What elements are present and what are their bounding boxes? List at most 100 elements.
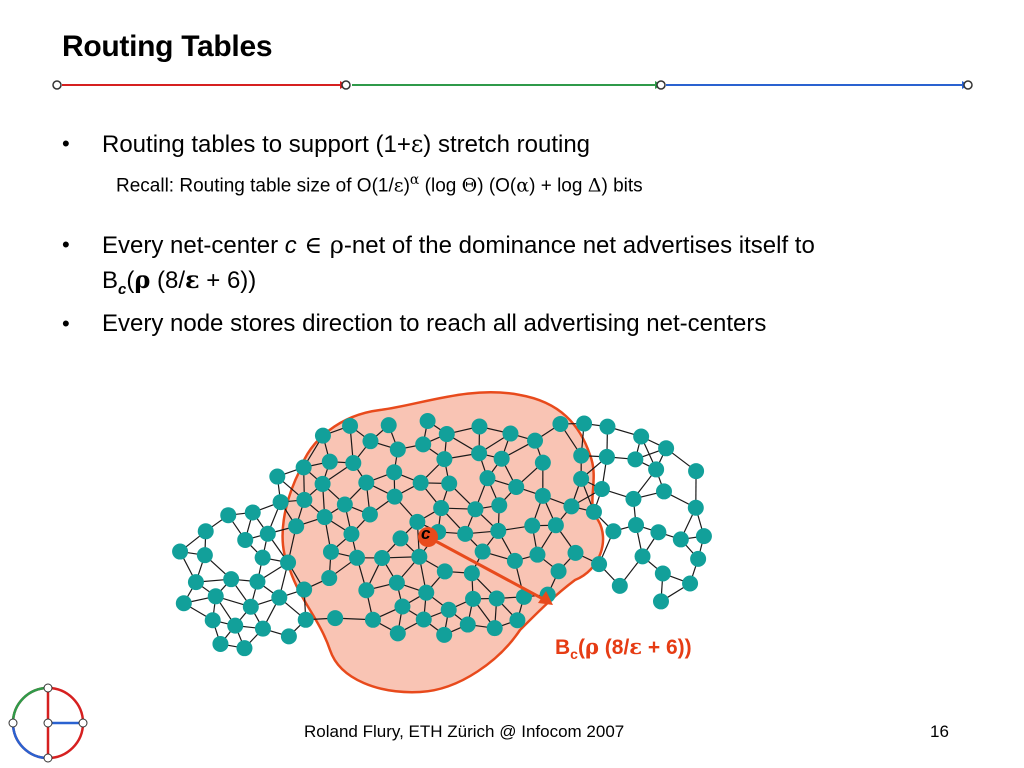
network-node <box>593 480 610 497</box>
network-node <box>212 635 229 652</box>
recall-text-5: ) bits <box>601 175 643 197</box>
network-node <box>343 526 360 543</box>
network-node <box>650 524 667 541</box>
footer-author: Roland Flury, ETH Zürich @ Infocom 2007 <box>304 722 625 741</box>
network-node <box>358 474 375 491</box>
network-node <box>415 611 432 628</box>
radius-arrowhead <box>538 591 553 605</box>
slide-title: Routing Tables <box>62 30 273 63</box>
network-node <box>576 415 593 432</box>
network-node <box>409 513 426 530</box>
ball-label-end: + 6)) <box>642 636 692 659</box>
network-node <box>655 483 672 500</box>
network-node <box>321 453 338 470</box>
ball-rho: ρ <box>134 265 151 294</box>
network-node <box>388 574 405 591</box>
network-node <box>296 581 313 598</box>
network-node <box>552 415 569 432</box>
bullet-2: Every net-center c ∈ ρ-net of the domina… <box>102 230 815 261</box>
network-node <box>585 503 602 520</box>
network-node <box>175 595 192 612</box>
recall-text-1: Recall: Routing table size of O(1/ <box>116 175 394 197</box>
radius-arrow <box>427 535 546 602</box>
network-node <box>419 412 436 429</box>
network-node <box>658 440 675 457</box>
network-node <box>547 517 564 534</box>
network-node <box>411 548 428 565</box>
network-node <box>237 531 254 548</box>
network-node <box>321 570 338 587</box>
network-node <box>627 451 644 468</box>
ball-label-b: B <box>555 636 571 659</box>
network-node <box>316 509 333 526</box>
bullet-marker: • <box>62 232 70 257</box>
network-node <box>327 610 344 627</box>
network-node <box>524 517 541 534</box>
network-node <box>296 491 313 508</box>
network-node <box>465 590 482 607</box>
bullet-3: Every node stores direction to reach all… <box>102 310 767 337</box>
ball-end: + 6)) <box>199 267 257 294</box>
network-node <box>392 530 409 547</box>
network-node <box>648 461 665 478</box>
bullet-marker: • <box>62 311 70 336</box>
network-node <box>488 590 505 607</box>
network-node <box>342 417 359 434</box>
network-node <box>412 474 429 491</box>
network-node <box>249 573 266 590</box>
network-node <box>204 612 221 629</box>
network-node <box>364 611 381 628</box>
title-divider <box>52 80 973 90</box>
network-node <box>529 546 546 563</box>
network-node <box>418 584 435 601</box>
network-node <box>573 447 590 464</box>
network-node <box>471 418 488 435</box>
ball-label-eps: ε <box>629 634 643 659</box>
bullet-2-line-2: Bc(ρ (8/ε + 6)) <box>102 265 256 305</box>
network-node <box>634 548 651 565</box>
recall-text-3: ) (O( <box>477 175 517 197</box>
network-node <box>220 507 237 524</box>
ball-label-sub: c <box>570 646 578 663</box>
network-node <box>386 464 403 481</box>
network-node <box>207 588 224 605</box>
network-node <box>490 522 507 539</box>
network-node <box>223 571 240 588</box>
network-node <box>386 488 403 505</box>
network-node <box>227 617 244 634</box>
epsilon-symbol: ε <box>410 130 424 158</box>
ball-label-open: ( <box>577 636 585 659</box>
network-node <box>672 531 689 548</box>
network-node <box>380 417 397 434</box>
network-node <box>254 549 271 566</box>
network-node <box>493 450 510 467</box>
network-node <box>459 616 476 633</box>
network-node <box>236 640 253 657</box>
network-node <box>591 556 608 573</box>
network-node <box>502 425 519 442</box>
network-nodes <box>172 412 712 657</box>
bullet-1-text-b: ) stretch routing <box>423 131 591 158</box>
network-node <box>314 475 331 492</box>
network-node <box>598 448 615 465</box>
network-node <box>196 547 213 564</box>
network-node <box>457 525 474 542</box>
network-node <box>172 543 189 560</box>
network-node <box>563 498 580 515</box>
network-node <box>515 588 532 605</box>
network-node <box>345 455 362 472</box>
network-node <box>197 523 214 540</box>
recall-epsilon: ε <box>393 174 404 197</box>
network-node <box>259 525 276 542</box>
network-node <box>652 593 669 610</box>
network-node <box>242 598 259 615</box>
network-node <box>599 418 616 435</box>
ball-eps: ε <box>185 265 200 294</box>
network-node <box>567 544 584 561</box>
network-node <box>438 426 455 443</box>
network-node <box>297 611 314 628</box>
network-node <box>690 550 707 567</box>
network-node <box>573 470 590 487</box>
network-node <box>682 575 699 592</box>
network-node <box>349 549 366 566</box>
